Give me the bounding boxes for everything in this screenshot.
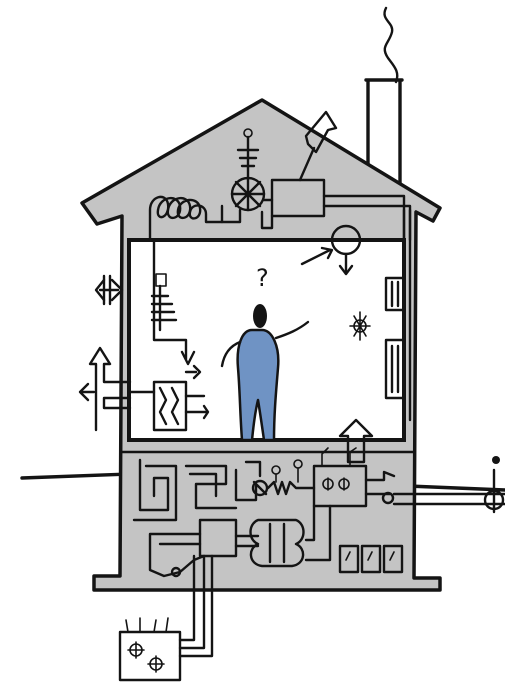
chimney-smoke-icon	[384, 8, 397, 82]
person-head	[253, 304, 267, 328]
control-unit-icon	[120, 618, 180, 680]
fan-icon	[232, 178, 264, 210]
question-mark: ?	[256, 264, 269, 292]
